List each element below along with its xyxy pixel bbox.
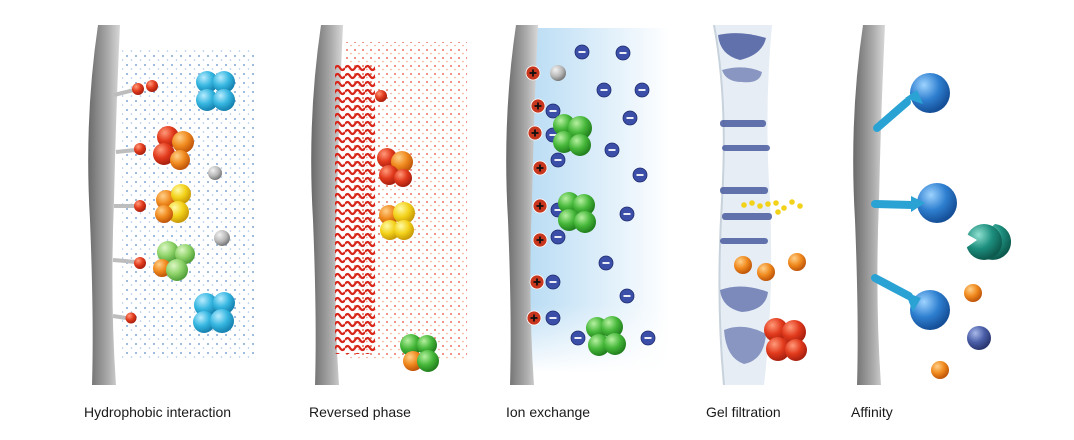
plus-charge-icon	[532, 198, 548, 214]
minus-charge-icon	[570, 330, 586, 346]
hydrophobic-interaction-diagram	[88, 25, 254, 385]
small-molecules	[741, 199, 803, 215]
small-protein	[375, 90, 387, 102]
small-protein-gray	[208, 166, 222, 180]
protein-orange	[788, 253, 806, 271]
minus-charge-icon	[615, 45, 631, 61]
panel-label: Affinity	[851, 404, 893, 420]
minus-charge-icon	[545, 103, 561, 119]
hydrophobic-ligand	[112, 257, 146, 269]
gel-filtration-diagram	[713, 24, 807, 386]
protein-red-orange	[153, 126, 194, 170]
hydrophobic-ligand	[113, 83, 144, 97]
panel-hydrophobic-interaction: Hydrophobic interaction	[80, 0, 270, 440]
matrix-wall	[506, 25, 538, 385]
minus-charge-icon	[598, 255, 614, 271]
minus-charge-icon	[550, 229, 566, 245]
panel-label: Reversed phase	[309, 404, 411, 420]
minus-charge-icon	[619, 288, 635, 304]
protein-green	[558, 192, 596, 233]
protein-orange	[734, 256, 752, 274]
minus-charge-icon	[574, 44, 590, 60]
protein-teal	[963, 224, 1012, 260]
plus-charge-icon	[526, 310, 542, 326]
reversed-phase-diagram	[311, 25, 467, 385]
matrix-wall	[88, 25, 120, 385]
charges	[525, 44, 656, 346]
minus-charge-icon	[634, 82, 650, 98]
protein-yellow	[379, 202, 415, 240]
hydrophobic-ligand	[115, 143, 146, 155]
protein-orange	[964, 284, 982, 302]
plus-charge-icon	[532, 160, 548, 176]
matrix-wall	[853, 25, 885, 385]
panel-gel-filtration: Gel filtration	[700, 0, 820, 440]
protein-cyan	[193, 292, 235, 333]
small-protein-gray	[214, 230, 230, 246]
minus-charge-icon	[632, 167, 648, 183]
plus-charge-icon	[532, 232, 548, 248]
hydrophobic-ligand	[114, 200, 146, 212]
minus-charge-icon	[545, 310, 561, 326]
gel-pores	[718, 33, 772, 364]
affinity-diagram	[853, 25, 1012, 385]
minus-charge-icon	[604, 142, 620, 158]
protein-orange	[931, 361, 949, 379]
protein-orange	[757, 263, 775, 281]
minus-charge-icon	[545, 274, 561, 290]
plus-charge-icon	[530, 98, 546, 114]
affinity-ligand-bound	[871, 183, 957, 223]
small-protein-gray	[550, 65, 566, 81]
ion-exchange-diagram	[506, 25, 670, 385]
minus-charge-icon	[550, 152, 566, 168]
panel-label: Gel filtration	[706, 404, 781, 420]
minus-charge-icon	[619, 206, 635, 222]
protein-red-orange	[377, 148, 413, 187]
panel-label: Ion exchange	[506, 404, 591, 420]
protein-navy	[967, 326, 991, 350]
protein-green	[400, 334, 439, 372]
protein-light-green	[153, 241, 195, 281]
protein-green	[586, 316, 626, 356]
plus-charge-icon	[525, 65, 541, 81]
affinity-ligand-bound	[871, 274, 950, 330]
small-protein	[146, 80, 158, 92]
hydrophobic-ligand	[112, 312, 137, 324]
panel-ion-exchange: Ion exchange	[500, 0, 675, 440]
plus-charge-icon	[527, 125, 543, 141]
panel-affinity: Affinity	[845, 0, 1025, 440]
plus-charge-icon	[529, 274, 545, 290]
alkyl-chains	[335, 64, 375, 354]
panel-reversed-phase: Reversed phase	[305, 0, 475, 440]
affinity-ligand-bound	[873, 73, 950, 132]
protein-yellow	[155, 184, 191, 223]
panel-label: Hydrophobic interaction	[84, 404, 232, 420]
minus-charge-icon	[622, 110, 638, 126]
minus-charge-icon	[596, 82, 612, 98]
protein-cyan	[196, 71, 235, 111]
minus-charge-icon	[640, 330, 656, 346]
protein-red	[764, 318, 807, 361]
protein-green	[553, 114, 592, 156]
